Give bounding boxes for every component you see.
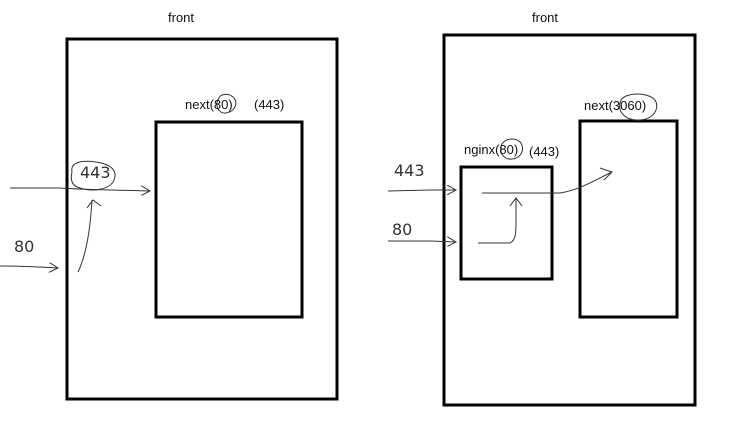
left-443-circle xyxy=(70,160,116,191)
left-incoming-443-label: 443 xyxy=(80,163,111,182)
right-nginx-port-circle xyxy=(500,138,524,160)
right-nginx-label: nginx(80) xyxy=(464,142,519,157)
left-front-title: front xyxy=(168,10,195,25)
right-nginx-port-label: (443) xyxy=(529,144,560,159)
right-proxy-arrowhead xyxy=(599,167,613,181)
left-next-port-circle xyxy=(216,93,237,114)
left-next-label: next(80) xyxy=(185,97,233,112)
right-80-arrow xyxy=(388,241,456,242)
left-next-box xyxy=(154,120,304,319)
right-front-title: front xyxy=(532,10,559,25)
left-incoming-80-label: 80 xyxy=(14,237,35,256)
left-port-label: (443) xyxy=(254,97,285,112)
right-nginx-box xyxy=(459,165,554,281)
right-443-arrow xyxy=(387,190,456,191)
left-80-arrow xyxy=(0,266,58,268)
left-redirect-arrowhead xyxy=(86,199,102,209)
right-next-port-circle xyxy=(619,93,658,121)
left-redirect-arrow xyxy=(77,199,93,273)
left-443-arrow xyxy=(10,188,150,191)
right-redirect-arrow xyxy=(478,198,517,244)
right-redirect-arrowhead xyxy=(509,197,523,207)
left-front-box xyxy=(65,37,339,401)
right-incoming-443-label: 443 xyxy=(394,161,425,180)
right-proxy-arrow xyxy=(482,171,613,194)
right-next-label: next(3060) xyxy=(584,98,647,113)
right-front-box xyxy=(442,33,697,407)
right-incoming-80-label: 80 xyxy=(392,220,413,239)
right-next-box xyxy=(578,119,679,319)
